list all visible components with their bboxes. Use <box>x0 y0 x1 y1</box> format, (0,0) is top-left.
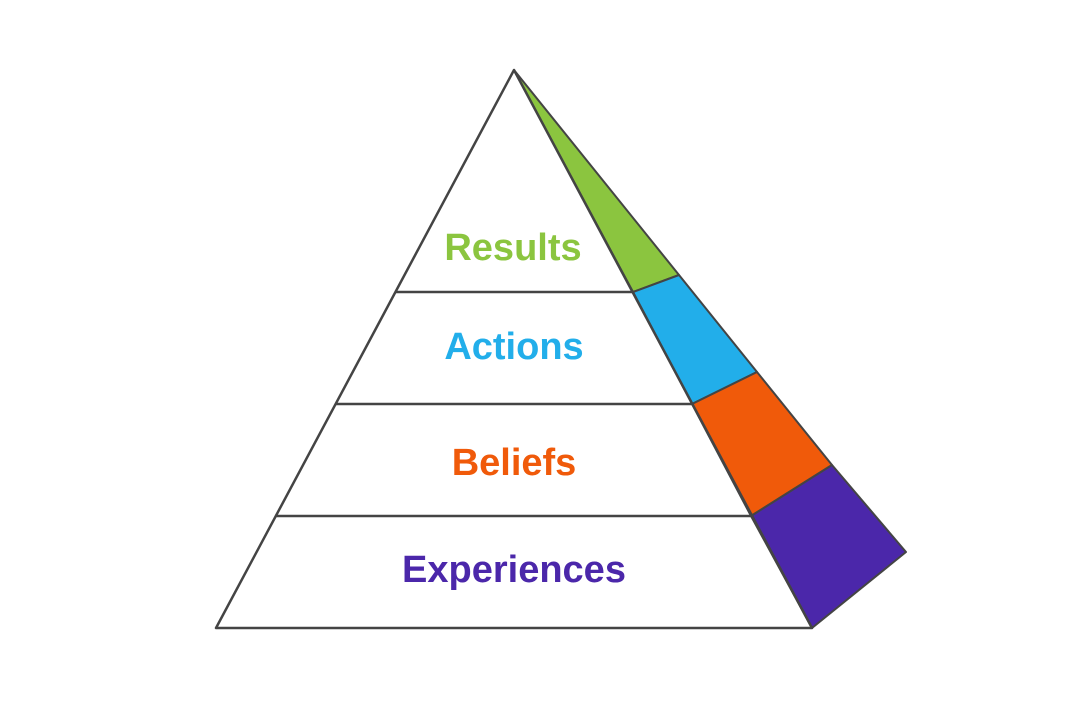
pyramid-front-face <box>216 70 812 628</box>
level-label-experiences: Experiences <box>402 549 626 591</box>
level-label-results: Results <box>444 227 581 269</box>
level-label-actions: Actions <box>444 326 583 368</box>
level-label-beliefs: Beliefs <box>452 442 577 484</box>
pyramid-outline <box>214 68 814 630</box>
